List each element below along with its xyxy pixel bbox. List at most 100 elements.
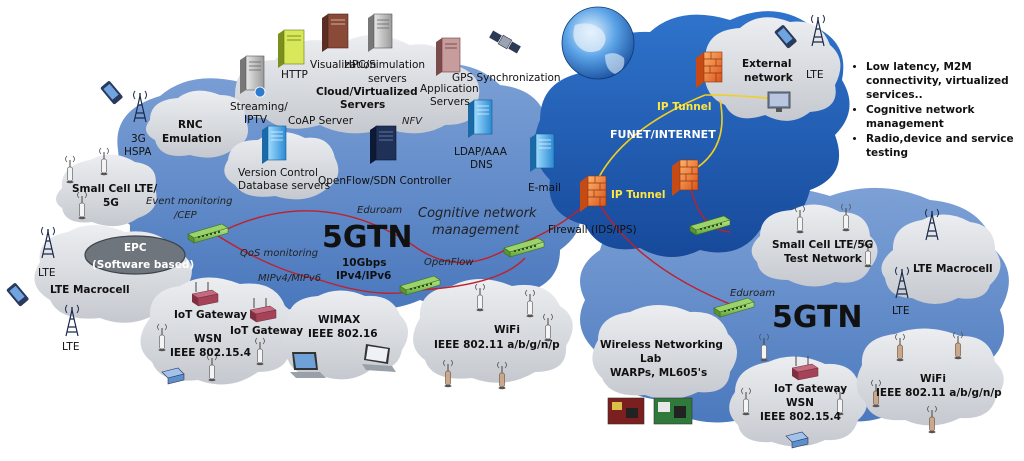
label-cognitive: Cognitive network [418,206,537,221]
label-external: External [742,58,791,70]
label-wimax: WIMAX [318,314,360,326]
label-iptv: IPTV [244,114,268,126]
sensor-device-icon-1 [161,367,185,385]
phone-icon-1 [100,81,123,105]
label-5gtn-left: 5GTN [322,220,413,255]
label-database-servers: Database servers [238,180,330,192]
label-cognitive-management: management [432,223,520,238]
label-wireless-lab: Wireless Networking [600,339,723,351]
label-lte-left-1: LTE [38,267,55,279]
label-version-control: Version Control [238,167,318,179]
bullet-item: Radio,device and service testing [866,132,1022,160]
cloud-wifi-right [856,328,1004,426]
bullet-item: Cognitive network management [866,103,1022,131]
label-wsn-left-ieee: IEEE 802.15.4 [170,347,251,359]
cloud-wireless-lab [592,305,738,400]
label-iot-gateway-1: IoT Gateway [174,309,247,321]
ldap-server-icon [467,99,493,139]
laptop-icon-2 [362,344,396,372]
sdn-controller-server-icon [370,125,397,164]
label-visualization: Visualization [310,59,376,71]
label-cloud-servers: Servers [340,99,385,111]
streaming-server-icon [239,55,266,98]
label-iot-gateway-3: IoT Gateway [774,383,847,395]
globe-icon [561,6,635,80]
sensor-device-icon-2 [785,431,809,449]
label-lte-left-2: LTE [62,341,79,353]
visualization-server-icon [322,13,349,52]
label-rnc: RNC [178,119,203,131]
label-ldap: LDAP/AAA [454,146,508,158]
label-coap: CoAP Server [288,115,354,127]
label-ip-tunnel-1: IP Tunnel [657,101,711,113]
label-external-network: network [744,72,794,84]
cloud-external-network [704,17,841,121]
hpc-server-icon [367,13,393,53]
label-event-monitoring: Event monitoring [146,196,232,207]
label-nfv: NFV [402,116,423,127]
label-http: HTTP [281,69,308,81]
label-application-servers: Servers [430,96,470,108]
label-hpc: HPC/Simulation [344,59,425,71]
label-10gbps: 10Gbps [342,257,387,269]
label-wsn-right-ieee: IEEE 802.15.4 [760,411,841,423]
monitor-icon [767,91,791,112]
label-rnc-emulation: Emulation [162,133,222,145]
label-wifi-center: WiFi [494,324,520,336]
label-eduroam-right: Eduroam [730,288,775,299]
bullet-item: Low latency, M2M connectivity, virtualiz… [866,60,1022,102]
label-openflow: OpenFlow [424,257,474,268]
email-server-icon [529,133,555,173]
label-small-cell-right: Small Cell LTE/5G [772,239,873,251]
cloud-rnc [146,90,249,158]
label-hspa: HSPA [124,146,152,158]
label-wifi-right: WiFi [920,373,946,385]
cloud-wsn-right [729,356,868,447]
http-server-icon [278,29,305,68]
label-dns: DNS [470,159,493,171]
label-lte-right: LTE [892,305,909,317]
label-ip-tunnel-2: IP Tunnel [611,189,665,201]
label-mipv: MIPv4/MIPv6 [258,273,321,284]
label-qos-monitoring: QoS monitoring [240,248,318,259]
label-firewall: Firewall (IDS/IPS) [548,224,637,236]
application-server-icon [436,37,461,76]
label-funet-internet: FUNET/INTERNET [610,128,716,141]
label-lte-macrocell-left: LTE Macrocell [50,284,130,296]
label-small-cell-left-5g: 5G [103,197,119,209]
label-ipv4-ipv6: IPv4/IPv6 [336,270,391,282]
phone-icon-3 [774,25,797,49]
label-gps: GPS Synchronization [452,72,561,84]
ml605-board-icon [653,397,693,425]
label-cloud-virtualized: Cloud/Virtualized [316,86,418,98]
feature-bullet-list: Low latency, M2M connectivity, virtualiz… [852,60,1022,161]
label-epc: EPC [124,242,147,254]
phone-icon-2 [6,283,29,307]
label-sdn-controller: OpenFlow/SDN Controller [318,175,452,187]
label-email: E-mail [528,182,561,194]
label-wifi-right-ieee: IEEE 802.11 a/b/g/n/p [876,387,1002,399]
label-test-network: Test Network [784,253,863,265]
label-wsn-right: WSN [786,397,814,409]
label-hpc-servers: servers [368,73,407,85]
warp-board-icon [607,397,645,425]
label-small-cell-left: Small Cell LTE/ [72,183,157,195]
label-wifi-center-ieee: IEEE 802.11 a/b/g/n/p [434,339,560,351]
label-3g: 3G [131,133,146,145]
cloud-version-control [224,131,339,200]
label-lte-ext: LTE [806,69,823,81]
label-warps: WARPs, ML605's [610,367,707,379]
epc-oval [84,235,186,275]
label-epc-software: (Software based) [92,259,194,271]
label-lte-macrocell-right: LTE Macrocell [913,263,993,275]
laptop-icon-1 [290,352,326,378]
label-iot-gateway-2: IoT Gateway [230,325,303,337]
satellite-icon [489,30,521,54]
label-5gtn-right: 5GTN [772,300,863,335]
label-cep: /CEP [173,210,198,221]
version-control-server-icon [261,125,287,165]
label-wsn-left: WSN [194,333,222,345]
label-eduroam-left: Eduroam [357,205,402,216]
label-application: Application [420,83,479,95]
